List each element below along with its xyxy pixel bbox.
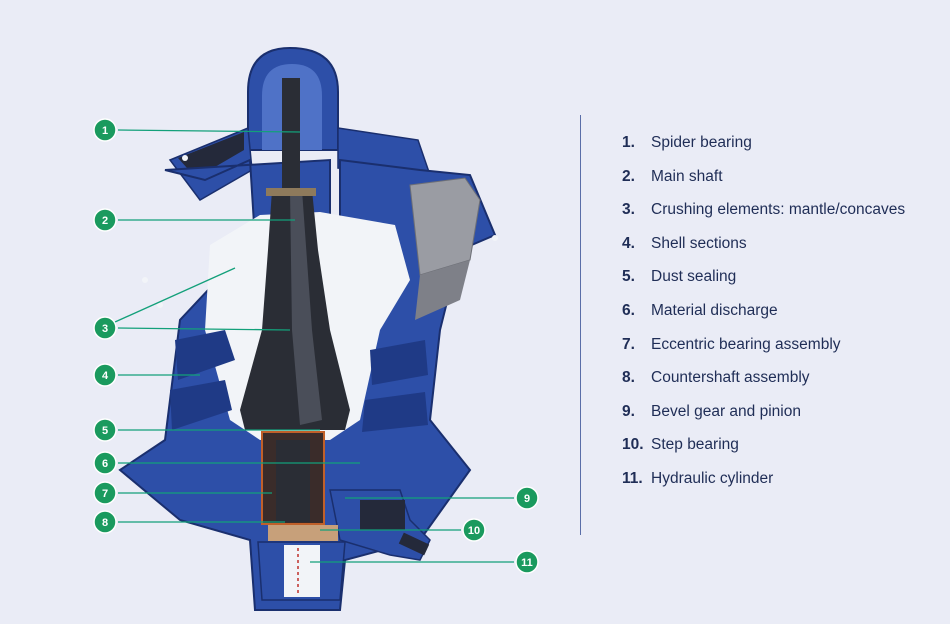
legend-label: Hydraulic cylinder: [651, 469, 774, 487]
callout-label: 7: [102, 488, 108, 500]
legend-number: 8.: [622, 369, 635, 387]
callout-10: 10: [462, 518, 486, 542]
callout-label: 4: [102, 370, 109, 382]
callout-3: 3: [93, 316, 117, 340]
legend-number: 3.: [622, 201, 635, 219]
callout-circle: [462, 518, 486, 542]
bolt: [142, 277, 148, 283]
callout-label: 8: [102, 517, 108, 529]
legend-number: 9.: [622, 402, 635, 420]
pinion-housing: [360, 500, 405, 530]
legend-item: 10. Step bearing: [622, 434, 942, 456]
callout-markers: 1 2 3 4 5 6 7 8 9 10 11: [93, 118, 539, 574]
callout-6: 6: [93, 451, 117, 475]
legend-label: Shell sections: [651, 234, 747, 252]
spider-bearing-sleeve: [266, 188, 316, 196]
eccentric-shaft-core: [276, 440, 310, 522]
legend-item: 5. Dust sealing: [622, 266, 942, 288]
legend-label: Eccentric bearing assembly: [651, 335, 841, 353]
bolt: [157, 302, 163, 308]
callout-7: 7: [93, 481, 117, 505]
leader-lines: [114, 129, 514, 563]
legend-label: Dust sealing: [651, 268, 737, 286]
legend-item: 8. Countershaft assembly: [622, 367, 942, 389]
mantle-highlight: [290, 190, 322, 425]
legend-label: Material discharge: [651, 301, 778, 319]
legend-item: 2. Main shaft: [622, 166, 942, 188]
legend-number: 5.: [622, 268, 635, 286]
callout-label: 1: [102, 125, 108, 137]
legend-item: 9. Bevel gear and pinion: [622, 401, 942, 423]
callout-circle: [93, 208, 117, 232]
callout-1: 1: [93, 118, 117, 142]
bolt: [492, 235, 498, 241]
callout-label: 10: [468, 525, 480, 537]
callout-label: 6: [102, 458, 108, 470]
callout-circle: [515, 486, 539, 510]
legend-number: 7.: [622, 335, 635, 353]
legend-number: 1.: [622, 134, 635, 151]
spider-arm-dark: [178, 132, 244, 178]
shell-rib-left-2: [170, 380, 232, 430]
legend-item: 6. Material discharge: [622, 300, 942, 322]
legend-number: 11.: [622, 469, 643, 487]
legend-number: 10.: [622, 436, 644, 454]
legend-item: 4. Shell sections: [622, 233, 942, 255]
callout-circle: [515, 550, 539, 574]
callout-label: 11: [521, 557, 533, 569]
main-shaft-top: [282, 78, 300, 190]
legend-divider: [580, 115, 581, 535]
shell-rib-left-1: [175, 330, 235, 380]
legend-number: 4.: [622, 234, 635, 252]
legend-label: Spider bearing: [651, 134, 752, 151]
shell-rib-right-1: [370, 340, 428, 385]
legend-label: Step bearing: [651, 436, 739, 454]
callout-circle: [93, 418, 117, 442]
legend-item: 3. Crushing elements: mantle/concaves: [622, 199, 942, 221]
callout-circle: [93, 481, 117, 505]
leader-line: [114, 267, 236, 323]
leader-line: [117, 129, 301, 133]
callout-5: 5: [93, 418, 117, 442]
legend-item: 11. Hydraulic cylinder: [622, 468, 942, 490]
bolt: [182, 155, 188, 161]
callout-label: 9: [524, 493, 530, 505]
hydraulic-cylinder-bore: [284, 545, 320, 597]
shell-rib-right-2: [362, 392, 428, 432]
concave-liner-right-lower: [415, 260, 470, 320]
leader-line: [117, 327, 291, 331]
callout-8: 8: [93, 510, 117, 534]
callout-4: 4: [93, 363, 117, 387]
callout-11: 11: [515, 550, 539, 574]
legend-label: Bevel gear and pinion: [651, 402, 801, 420]
concave-liner-right: [409, 177, 481, 276]
callout-circle: [93, 363, 117, 387]
component-legend: 1. Spider bearing 2. Main shaft 3. Crushing e…: [622, 132, 942, 502]
step-bearing: [268, 525, 338, 541]
countershaft-end: [398, 532, 430, 556]
callout-2: 2: [93, 208, 117, 232]
callout-circle: [93, 510, 117, 534]
legend-number: 6.: [622, 301, 635, 319]
callout-label: 3: [102, 323, 108, 335]
legend-number: 2.: [622, 167, 635, 185]
callout-label: 2: [102, 215, 108, 227]
legend-label: Crushing elements: mantle/concaves: [651, 201, 906, 219]
legend-item: 1. Spider bearing: [622, 132, 942, 154]
legend-label: Countershaft assembly: [651, 369, 810, 387]
callout-label: 5: [102, 425, 108, 437]
callout-9: 9: [515, 486, 539, 510]
legend-item: 7. Eccentric bearing assembly: [622, 334, 942, 356]
callout-circle: [93, 118, 117, 142]
callout-circle: [93, 451, 117, 475]
callout-circle: [93, 316, 117, 340]
legend-label: Main shaft: [651, 167, 723, 185]
